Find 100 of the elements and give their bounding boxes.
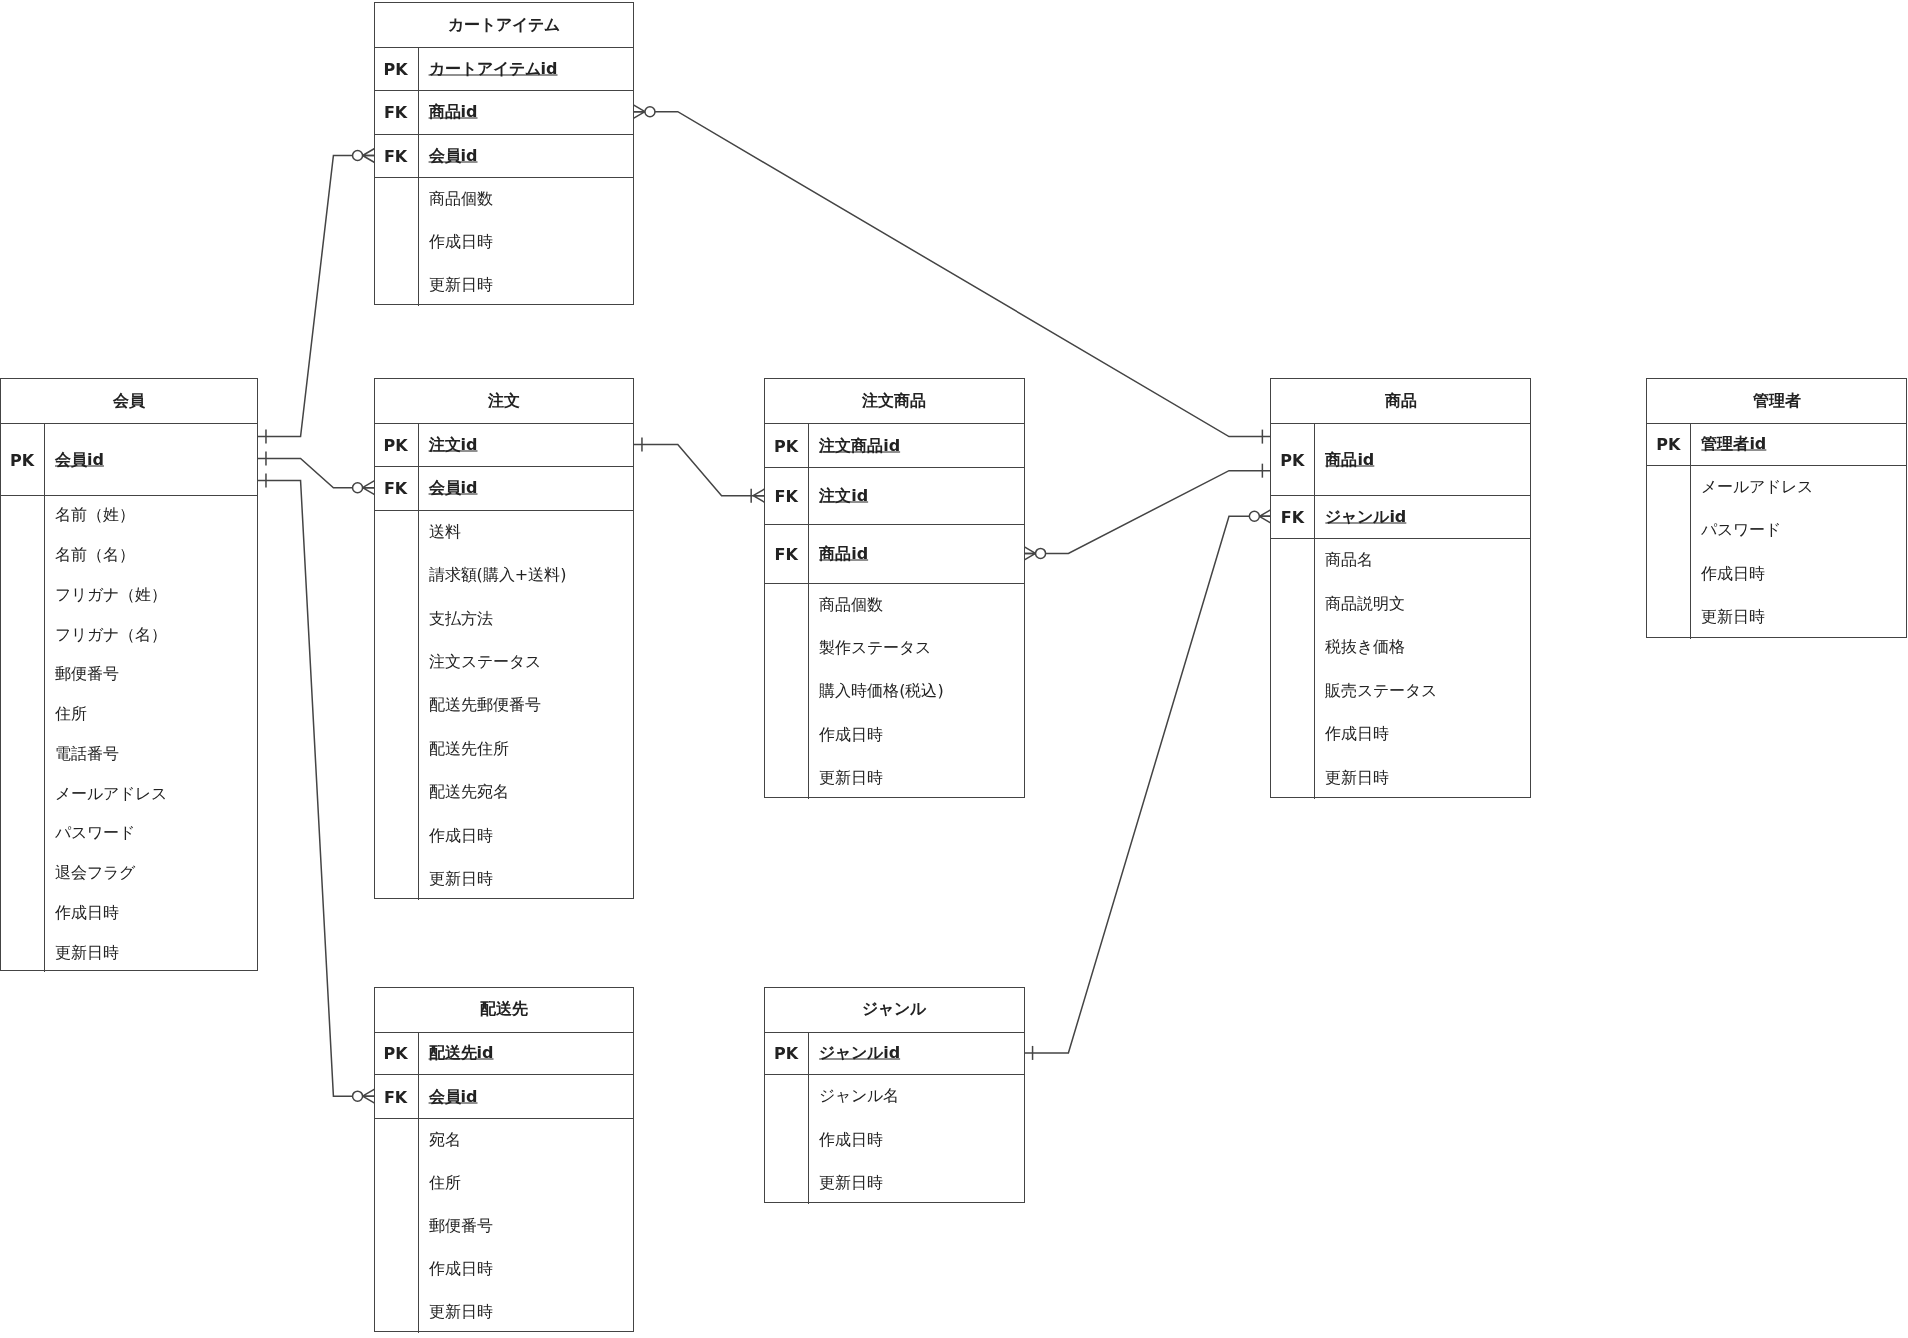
key-label: FK bbox=[773, 544, 799, 564]
key-label: PK bbox=[382, 435, 409, 455]
relationship-line bbox=[256, 472, 376, 1104]
entity-name: 会員 bbox=[112, 389, 146, 412]
key-label: PK bbox=[1279, 450, 1306, 470]
key-row bbox=[374, 465, 633, 510]
key-field-name: 注文id bbox=[428, 434, 478, 456]
attribute-section bbox=[1271, 537, 1530, 800]
key-label: FK bbox=[773, 486, 799, 506]
attribute-name: 購入時価格(税込) bbox=[819, 680, 944, 703]
key-label: PK bbox=[382, 59, 409, 79]
key-label: PK bbox=[1655, 434, 1682, 454]
relationship-line bbox=[256, 450, 376, 496]
attribute-name: 更新日時 bbox=[428, 274, 493, 297]
attribute-name: 更新日時 bbox=[1701, 606, 1766, 629]
relationship-line bbox=[632, 436, 766, 504]
attribute-name: 作成日時 bbox=[428, 231, 493, 254]
attribute-name: 作成日時 bbox=[819, 723, 884, 746]
entity-table bbox=[373, 378, 634, 900]
entity-name: 商品 bbox=[1383, 389, 1418, 412]
key-row bbox=[374, 1031, 633, 1075]
attribute-name: 更新日時 bbox=[428, 1301, 493, 1324]
attribute-name: 宛名 bbox=[428, 1129, 461, 1152]
key-row bbox=[1647, 423, 1906, 465]
key-field-name: 会員id bbox=[428, 477, 478, 499]
entity-table bbox=[764, 986, 1025, 1204]
key-field-name: ジャンルid bbox=[1325, 506, 1407, 528]
attribute-name: 更新日時 bbox=[1325, 766, 1390, 789]
entity-table bbox=[373, 986, 634, 1333]
entity-table bbox=[0, 378, 258, 971]
key-row bbox=[765, 467, 1024, 525]
entity-name: ジャンル bbox=[861, 998, 928, 1021]
attribute-name: 作成日時 bbox=[819, 1128, 884, 1151]
attribute-section bbox=[765, 582, 1024, 800]
key-row bbox=[765, 1031, 1024, 1075]
entity-name: 注文商品 bbox=[861, 389, 928, 412]
key-field-name: 会員id bbox=[428, 1086, 478, 1108]
attribute-name: 作成日時 bbox=[1325, 723, 1390, 746]
attribute-name: 郵便番号 bbox=[428, 1215, 493, 1238]
key-row bbox=[374, 133, 633, 178]
key-label: FK bbox=[382, 146, 409, 166]
key-field-name: 会員id bbox=[428, 145, 478, 167]
key-label: PK bbox=[382, 1043, 409, 1063]
key-row bbox=[374, 89, 633, 134]
attribute-name: 更新日時 bbox=[55, 941, 119, 964]
key-label: PK bbox=[773, 436, 800, 456]
attribute-name: 商品個数 bbox=[428, 188, 493, 211]
attribute-name: メールアドレス bbox=[55, 782, 167, 805]
attribute-name: 名前（名） bbox=[55, 544, 135, 567]
attribute-name: 電話番号 bbox=[55, 742, 119, 765]
key-field-name: カートアイテムid bbox=[428, 58, 558, 80]
key-field-name: 商品id bbox=[819, 543, 869, 565]
key-field-name: 管理者id bbox=[1701, 433, 1767, 455]
attribute-name: パスワード bbox=[1701, 519, 1782, 542]
key-label: FK bbox=[382, 102, 409, 122]
key-row bbox=[765, 524, 1024, 583]
entity-table bbox=[1646, 378, 1907, 638]
key-field-name: 商品id bbox=[428, 101, 478, 123]
attribute-name: 更新日時 bbox=[428, 868, 493, 890]
attribute-name: 税抜き価格 bbox=[1325, 636, 1406, 659]
key-label: PK bbox=[773, 1043, 800, 1063]
attribute-name: 商品名 bbox=[1325, 548, 1374, 571]
relationship-line bbox=[256, 147, 376, 445]
key-row bbox=[1271, 495, 1530, 538]
attribute-name: フリガナ（姓） bbox=[55, 583, 167, 606]
key-row bbox=[374, 47, 633, 90]
attribute-name: 配送先郵便番号 bbox=[428, 694, 541, 717]
key-field-name: 商品id bbox=[1325, 449, 1375, 471]
attribute-name: フリガナ（名） bbox=[55, 623, 167, 646]
key-field-name: 注文id bbox=[819, 485, 869, 507]
attribute-name: 配送先住所 bbox=[428, 737, 509, 760]
attribute-name: 住所 bbox=[55, 703, 87, 726]
attribute-name: 名前（姓） bbox=[55, 504, 135, 527]
key-row bbox=[1, 423, 257, 495]
key-row bbox=[765, 423, 1024, 467]
attribute-name: 作成日時 bbox=[428, 1258, 493, 1281]
attribute-section bbox=[1, 495, 257, 972]
attribute-name: 製作ステータス bbox=[819, 637, 932, 660]
attribute-name: 退会フラグ bbox=[55, 862, 135, 885]
entity-table bbox=[764, 378, 1025, 799]
key-row bbox=[374, 1074, 633, 1119]
entity-name: カートアイテム bbox=[446, 13, 561, 36]
attribute-name: 商品説明文 bbox=[1325, 592, 1406, 615]
attribute-name: 送料 bbox=[428, 520, 461, 543]
attribute-name: 更新日時 bbox=[819, 767, 884, 790]
key-label: FK bbox=[382, 478, 409, 498]
attribute-name: 作成日時 bbox=[428, 824, 493, 847]
attribute-name: 更新日時 bbox=[819, 1172, 884, 1195]
key-field-name: 会員id bbox=[55, 449, 104, 471]
attribute-name: 注文ステータス bbox=[428, 651, 541, 673]
key-label: FK bbox=[1279, 507, 1306, 527]
attribute-section bbox=[374, 509, 633, 901]
attribute-name: 販売ステータス bbox=[1325, 679, 1438, 702]
key-field-name: 注文商品id bbox=[819, 435, 901, 457]
attribute-name: 住所 bbox=[428, 1172, 461, 1195]
entity-table bbox=[373, 2, 634, 306]
attribute-name: 請求額(購入+送料) bbox=[428, 564, 567, 587]
attribute-name: パスワード bbox=[55, 822, 135, 845]
attribute-section bbox=[1647, 464, 1906, 639]
attribute-section bbox=[374, 177, 633, 307]
